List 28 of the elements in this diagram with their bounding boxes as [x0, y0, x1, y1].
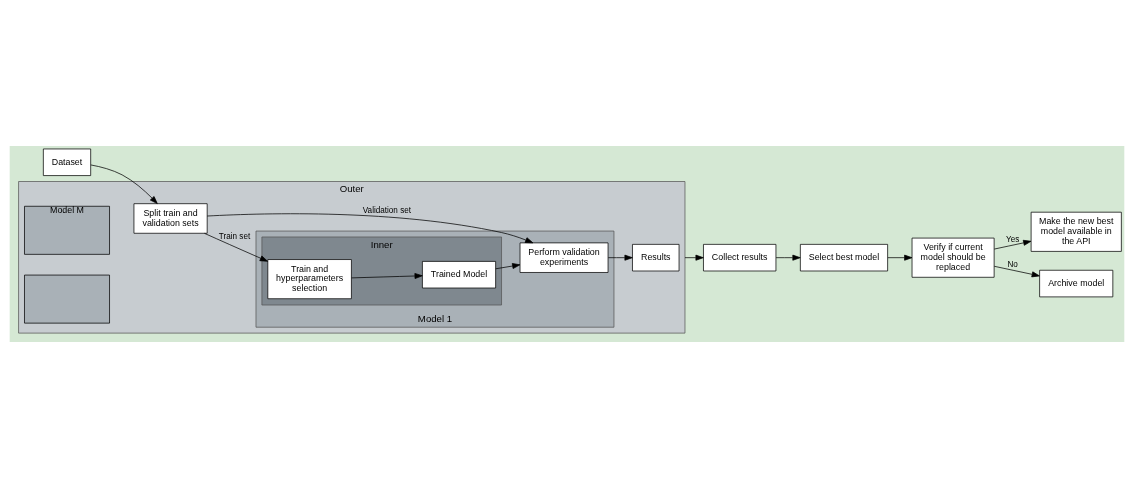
arrow — [607, 254, 633, 261]
arrow — [887, 254, 913, 261]
arrow — [90, 164, 158, 204]
arrow — [206, 213, 534, 244]
node-box: Model M — [24, 205, 110, 255]
arrow — [495, 263, 521, 270]
node-box: Archive model — [1039, 269, 1114, 298]
arrow — [993, 265, 1040, 278]
node-box: Select best model — [800, 244, 888, 272]
node-box: Split train and validation sets — [133, 203, 208, 234]
node-box: Make the new best model available in the API — [1030, 211, 1122, 252]
arrow — [204, 232, 268, 262]
arrow — [684, 254, 704, 261]
node-box: Collect results — [703, 244, 777, 272]
node-box: Perform validation experiments — [519, 242, 609, 273]
edge-label: Validation set — [362, 206, 411, 216]
arrow — [993, 239, 1032, 250]
node-box: Verify if current model should be replaced — [911, 237, 995, 278]
arrow — [351, 273, 423, 279]
node-box — [24, 274, 110, 324]
edge-label: Train set — [218, 232, 251, 242]
node-box: Train and hyperparameters selection — [267, 259, 352, 300]
edge-label: No — [1007, 260, 1018, 270]
node-box: Dataset — [43, 148, 92, 176]
node-box: Trained Model — [422, 261, 496, 289]
edge-label: Yes — [1005, 235, 1020, 244]
arrow — [775, 254, 801, 261]
node-box: Results — [632, 244, 680, 272]
